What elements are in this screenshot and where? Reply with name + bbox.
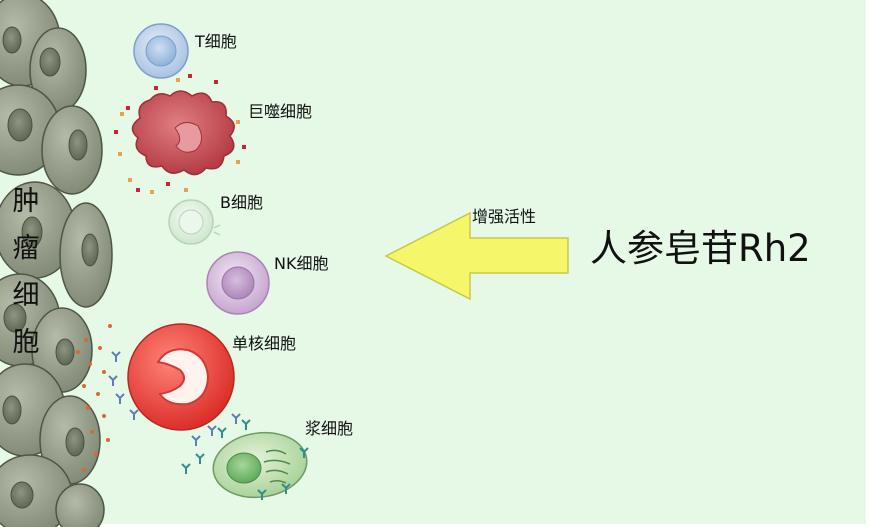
plasma-antibodies <box>181 419 309 500</box>
macrophage-cell <box>131 90 235 176</box>
plasma-cell <box>212 431 308 499</box>
monocyte-cell <box>127 323 235 431</box>
monocyte-label: 单核细胞 <box>232 334 297 353</box>
tumor-cell-label: 肿 瘤 细 胞 <box>8 178 44 366</box>
b-cell-label: B细胞 <box>220 193 263 212</box>
cytokine-dots <box>76 324 112 472</box>
drug-name: 人参皂苷Rh2 <box>590 227 811 270</box>
tumor-label-char: 瘤 <box>12 233 40 264</box>
antibody-markers <box>108 351 241 446</box>
tumor-label-char: 胞 <box>12 327 40 358</box>
tumor-nuclei <box>2 26 99 509</box>
arrow-label: 增强活性 <box>472 207 537 226</box>
t-cell-label: T细胞 <box>195 32 237 51</box>
macrophage-label: 巨噬细胞 <box>248 102 313 121</box>
plasma-cell-label: 浆细胞 <box>305 419 354 438</box>
nk-cell-label: NK细胞 <box>274 254 329 273</box>
macrophage-particles <box>114 74 246 194</box>
enhance-arrow <box>384 211 569 301</box>
b-cell <box>168 199 221 245</box>
nk-cell <box>206 251 270 315</box>
t-cell <box>133 23 189 79</box>
tumor-label-char: 细 <box>12 280 40 311</box>
tumor-label-char: 肿 <box>12 186 40 217</box>
